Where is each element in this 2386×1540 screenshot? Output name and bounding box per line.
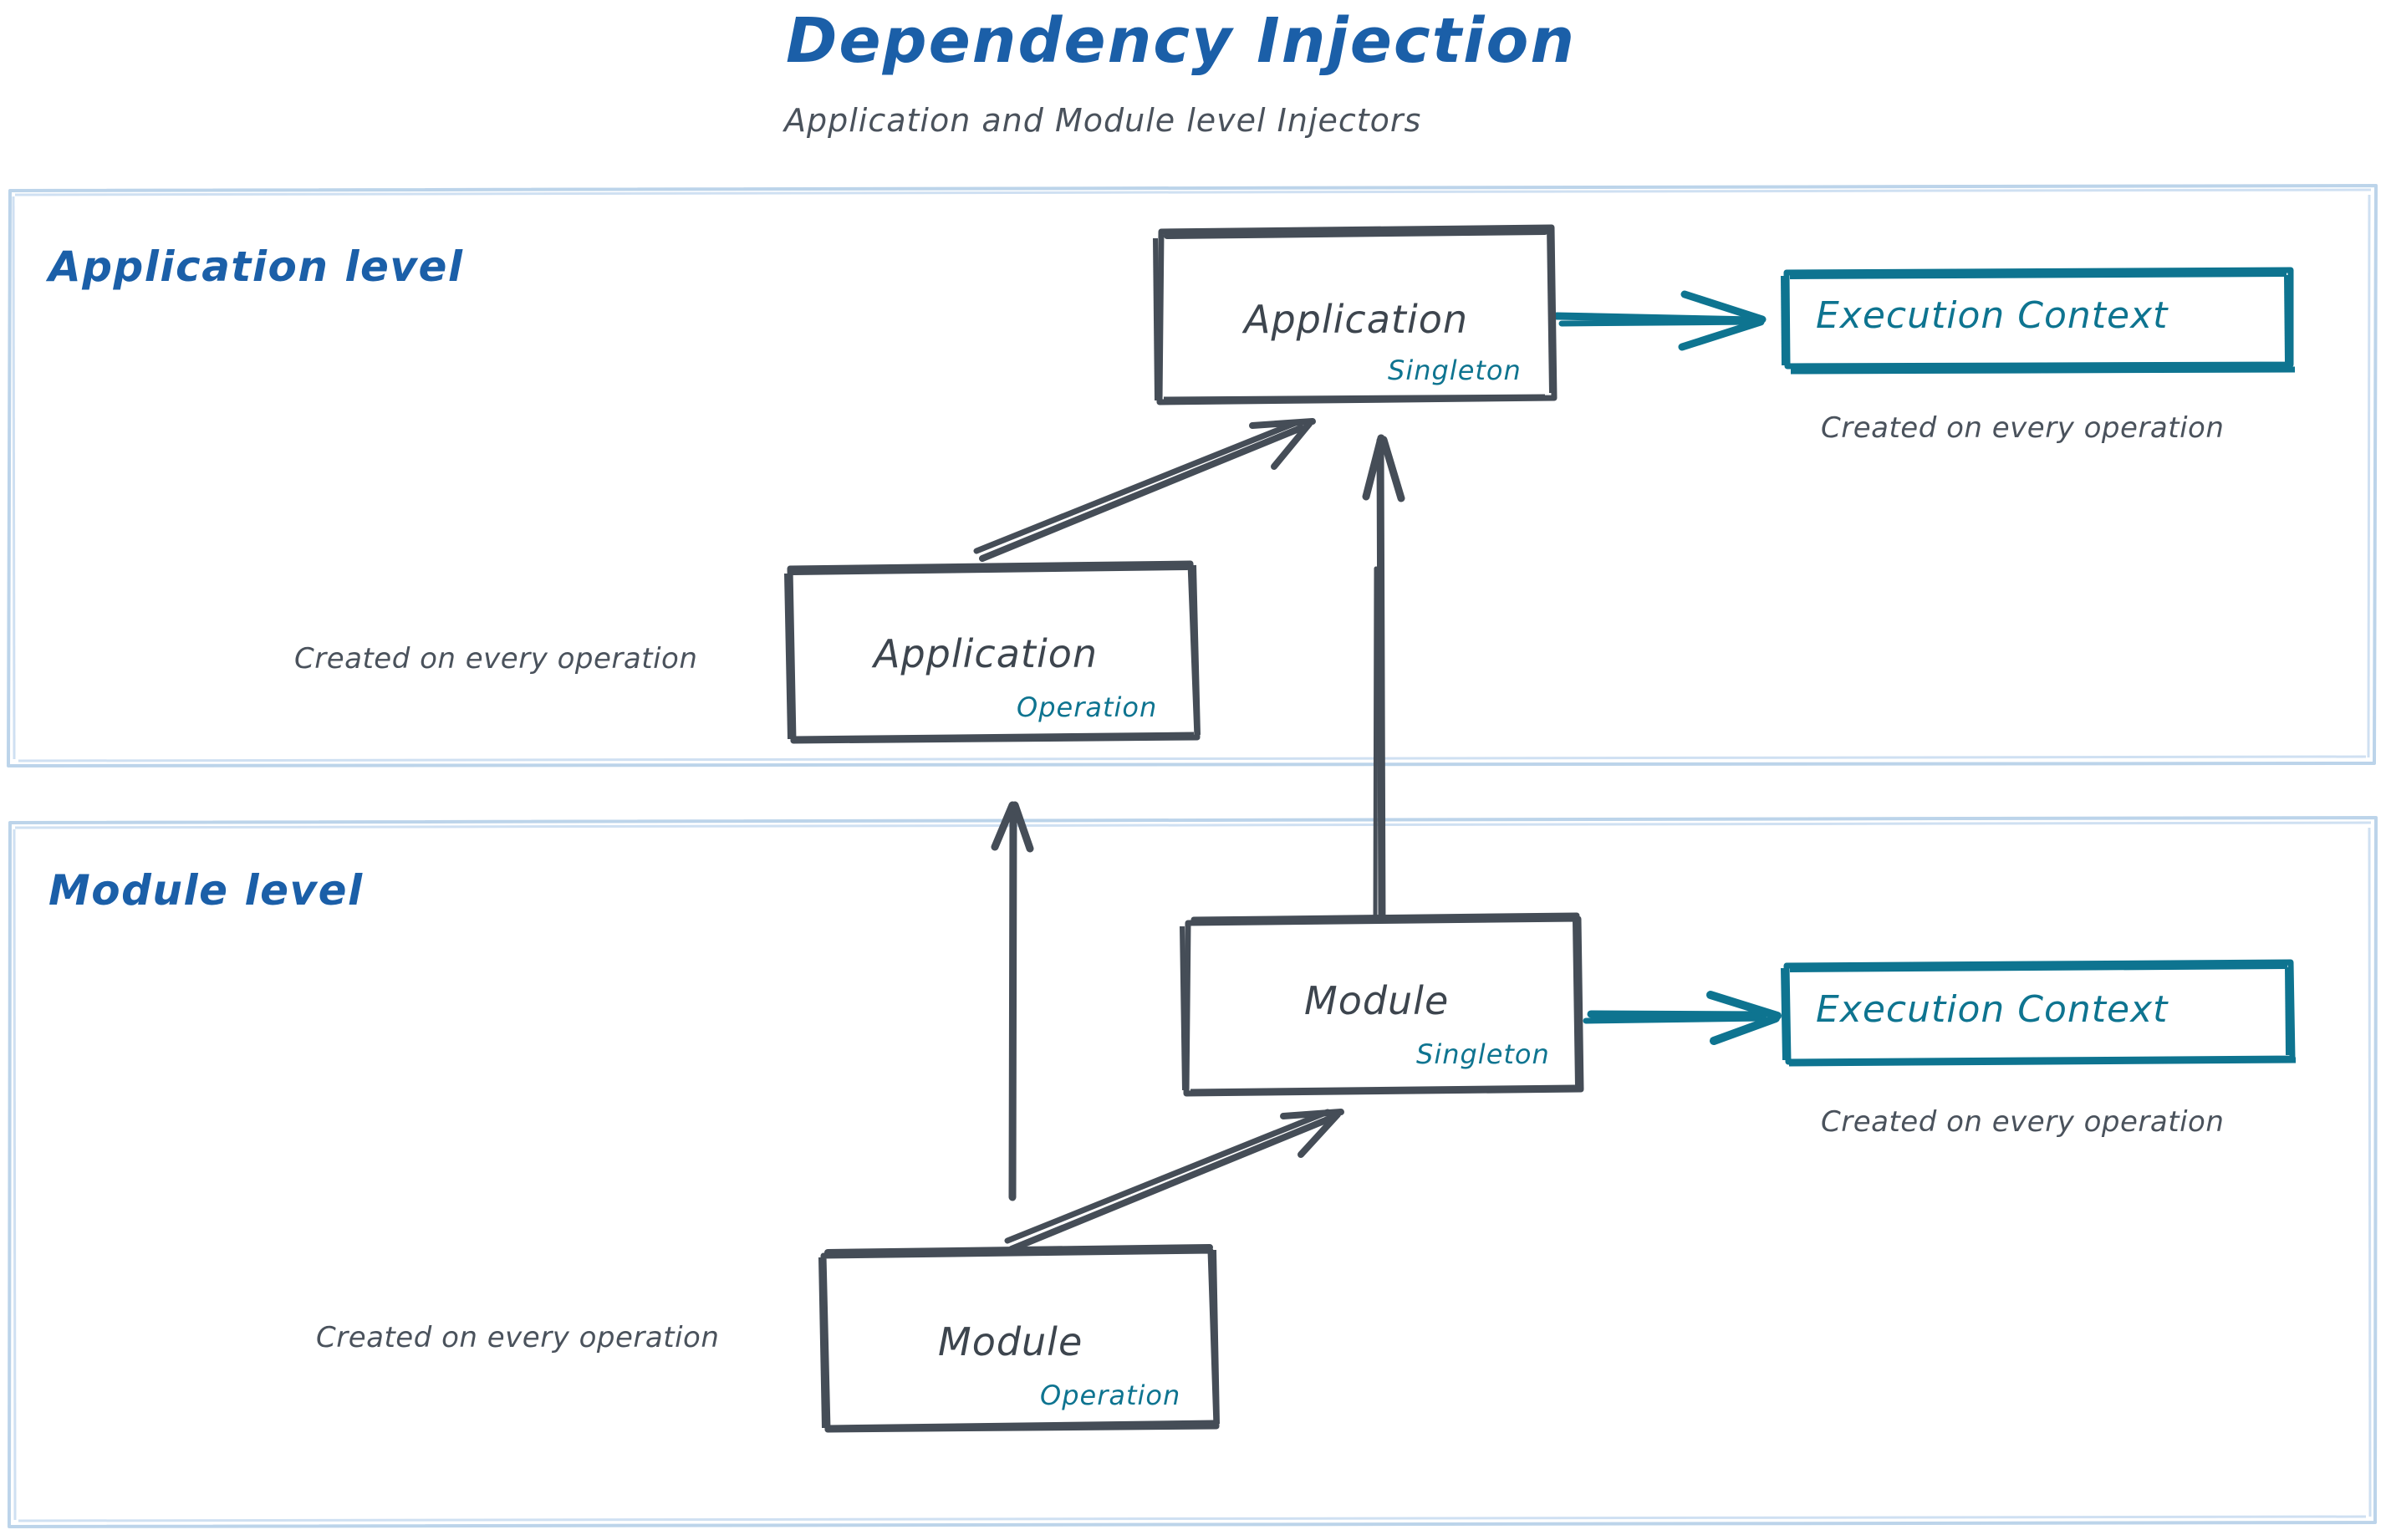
node-badge-module-operation: Operation (1040, 1379, 1181, 1411)
panel-label-application-level: Application level (48, 242, 464, 291)
node-title-module-operation: Module (938, 1319, 1083, 1364)
node-box-application-singleton[interactable] (1153, 224, 1558, 405)
edge-application-singleton-to-execution-context (1552, 290, 1767, 351)
node-badge-module-singleton: Singleton (1416, 1038, 1550, 1070)
panel-frame-module-level (8, 816, 2378, 1528)
node-badge-application-singleton: Singleton (1388, 354, 1522, 386)
page-title: Dependency Injection (786, 5, 1577, 77)
node-badge-application-operation: Operation (1017, 691, 1158, 723)
edge-module-singleton-to-execution-context (1583, 991, 1782, 1045)
panel-frame-application-level (7, 184, 2378, 767)
node-box-module-operation[interactable] (818, 1244, 1220, 1433)
node-caption-execution-context-application: Created on every operation (1821, 411, 2225, 445)
page-subtitle: Application and Module level Injectors (784, 102, 1422, 139)
node-title-application-operation: Application (874, 631, 1099, 676)
node-box-execution-context-application[interactable] (1781, 267, 2296, 375)
node-box-module-singleton[interactable] (1180, 912, 1584, 1097)
node-box-application-operation[interactable] (784, 560, 1201, 744)
edge-application-operation-to-application-singleton (973, 418, 1316, 562)
node-title-execution-context-application: Execution Context (1816, 294, 2169, 337)
node-box-execution-context-module[interactable] (1781, 959, 2297, 1067)
node-title-module-singleton: Module (1304, 978, 1450, 1023)
edge-module-operation-to-application-operation (991, 801, 1034, 1201)
node-caption-module-operation: Created on every operation (316, 1321, 720, 1354)
node-title-application-singleton: Application (1244, 297, 1469, 342)
node-caption-execution-context-module: Created on every operation (1821, 1105, 2225, 1139)
edge-module-singleton-to-application-singleton (1362, 434, 1405, 932)
panel-label-module-level: Module level (48, 866, 364, 915)
edge-module-operation-to-module-singleton (1004, 1109, 1344, 1252)
node-title-execution-context-module: Execution Context (1816, 988, 2169, 1031)
node-caption-application-operation: Created on every operation (294, 642, 698, 676)
